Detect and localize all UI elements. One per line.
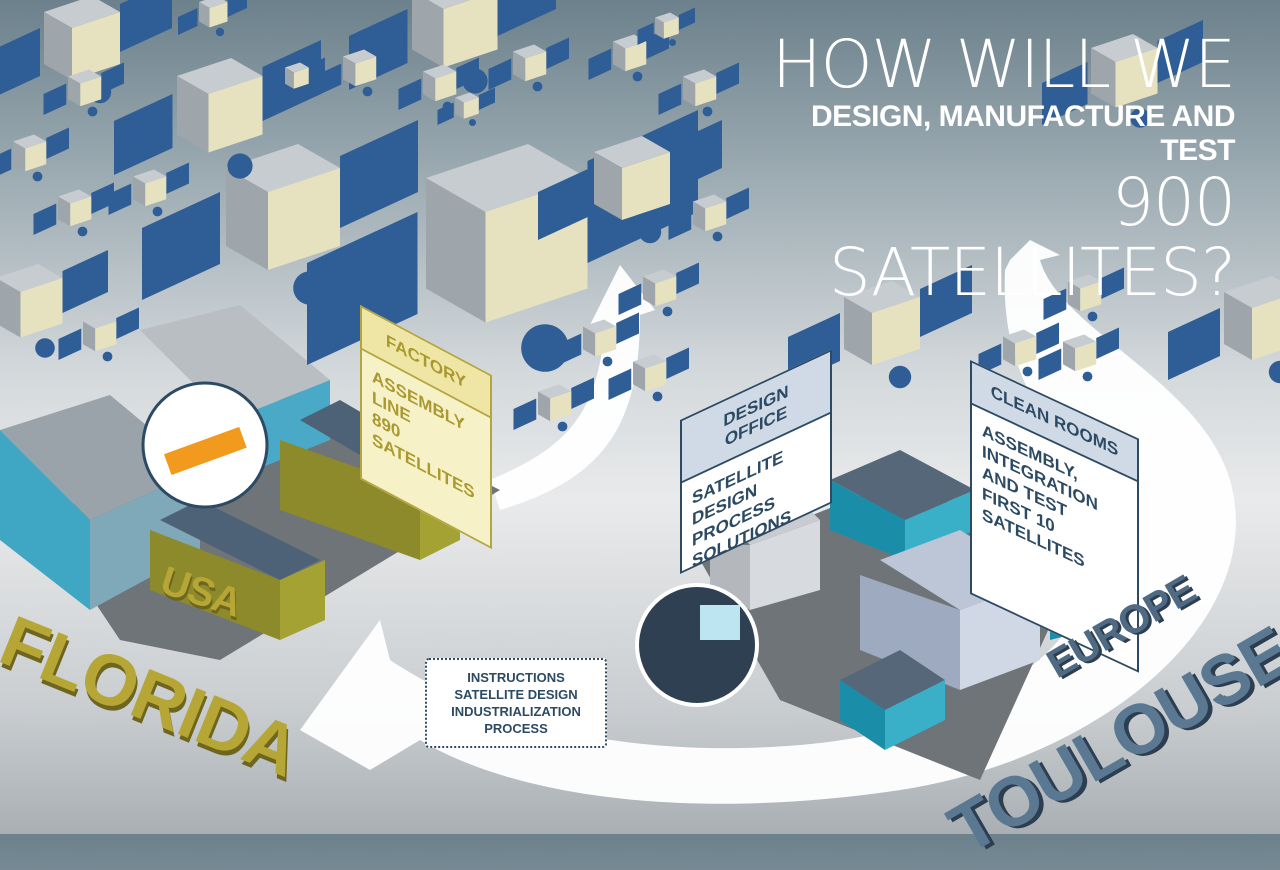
satellite-icon — [43, 62, 124, 117]
headline-line-1: HOW WILL WE — [771, 26, 1236, 103]
satellite-icon — [142, 120, 418, 305]
instructions-box: INSTRUCTIONS SATELLITE DESIGN INDUSTRIAL… — [425, 658, 607, 748]
satellite-icon — [398, 57, 479, 112]
satellite-icon — [513, 377, 594, 432]
satellite-constellation — [0, 0, 1280, 432]
satellite-icon — [618, 262, 699, 317]
instructions-line: INDUSTRIALIZATION — [451, 704, 581, 719]
satellite-icon — [437, 87, 495, 126]
satellite-icon — [114, 40, 321, 179]
satellite-icon — [608, 347, 689, 402]
instructions-line: SATELLITE DESIGN — [454, 687, 578, 702]
satellite-icon — [33, 182, 114, 237]
satellite-icon — [658, 62, 739, 117]
satellite-icon — [1038, 327, 1119, 382]
instructions-line: PROCESS — [484, 721, 548, 736]
instructions-line: INSTRUCTIONS — [467, 670, 565, 685]
satellite-icon — [318, 42, 399, 97]
satellite-icon — [588, 27, 669, 82]
satellite-icon — [178, 0, 248, 37]
satellite-icon — [538, 120, 722, 244]
satellite-icon — [488, 37, 569, 92]
satellite-icon — [637, 7, 695, 46]
florida-main-hangar — [0, 305, 330, 610]
satellite-icon — [58, 307, 139, 362]
satellite-icon — [668, 187, 749, 242]
satellite-icon — [0, 127, 69, 182]
satellite-icon — [1042, 20, 1203, 128]
satellite-icon — [0, 250, 108, 358]
headline: HOW WILL WE DESIGN, MANUFACTURE AND TEST… — [755, 26, 1236, 311]
satellite-icon — [108, 162, 189, 217]
satellite-icon — [0, 0, 173, 104]
flow-arrow-europe-to-florida — [300, 240, 1236, 804]
headline-line-2: DESIGN, MANUFACTURE AND TEST — [810, 100, 1236, 167]
satellite-icon — [1043, 267, 1124, 322]
engineer-illustration — [635, 583, 759, 707]
headline-line-3: 900 SATELLITES? — [828, 164, 1236, 311]
satellite-icon — [1168, 275, 1280, 384]
satellite-icon — [558, 312, 639, 367]
satellite-icon — [267, 57, 325, 96]
